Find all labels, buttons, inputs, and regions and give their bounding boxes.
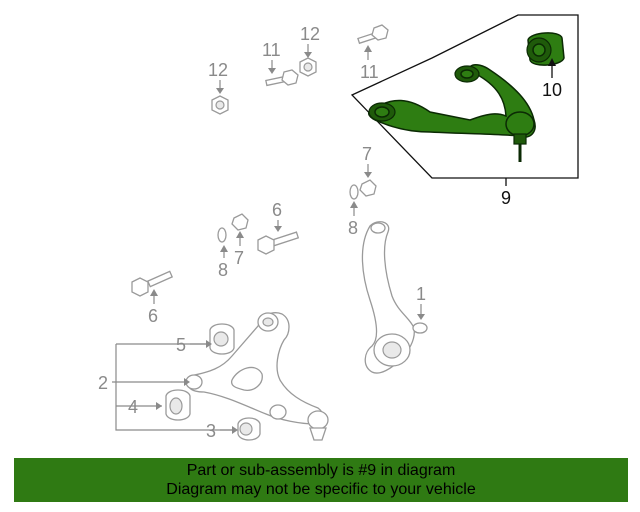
callout-1: 1 (416, 284, 426, 304)
nut-7-right[interactable] (359, 179, 377, 197)
callout-8-right: 8 (348, 218, 358, 238)
parts-diagram: 10 9 11 12 11 12 7 8 (98, 14, 579, 441)
washer-8-left[interactable] (217, 227, 227, 243)
callout-12-left: 12 (208, 60, 228, 80)
banner-line-1: Part or sub-assembly is #9 in diagram (186, 462, 456, 479)
callout-11-left: 11 (262, 40, 281, 60)
callout-3: 3 (206, 421, 216, 441)
assembly-outline-frame (350, 14, 579, 179)
callout-11-right: 11 (360, 62, 379, 82)
callout-4: 4 (128, 397, 138, 417)
upper-control-arm[interactable] (367, 64, 536, 162)
lower-control-arm[interactable] (185, 312, 329, 441)
callout-7-left: 7 (234, 248, 244, 268)
bolt-6-upper[interactable] (257, 231, 300, 255)
nut-12-right[interactable] (299, 57, 317, 77)
callout-2: 2 (98, 373, 108, 393)
callout-7-right: 7 (362, 144, 372, 164)
callout-10: 10 (542, 80, 562, 100)
callout-6-upper: 6 (272, 200, 282, 220)
bolt-6-lower[interactable] (131, 270, 174, 297)
callout-8-left: 8 (218, 260, 228, 280)
callout-9: 9 (501, 188, 511, 208)
info-banner: Part or sub-assembly is #9 in diagram Di… (14, 458, 628, 502)
bolt-11-left[interactable] (265, 69, 299, 87)
bushing-10[interactable] (526, 32, 565, 66)
bushing-5[interactable] (209, 323, 235, 355)
callout-6-lower: 6 (148, 306, 158, 326)
washer-8-right[interactable] (349, 184, 359, 200)
bushing-3[interactable] (237, 417, 261, 441)
nut-7-left[interactable] (231, 213, 249, 231)
banner-line-2: Diagram may not be specific to your vehi… (166, 481, 476, 498)
callout-12-right: 12 (300, 24, 320, 44)
bolt-11-top[interactable] (357, 24, 389, 45)
nut-12-left[interactable] (211, 95, 229, 115)
callout-5: 5 (176, 335, 186, 355)
bushing-4[interactable] (165, 389, 191, 421)
steering-knuckle[interactable] (361, 221, 428, 374)
